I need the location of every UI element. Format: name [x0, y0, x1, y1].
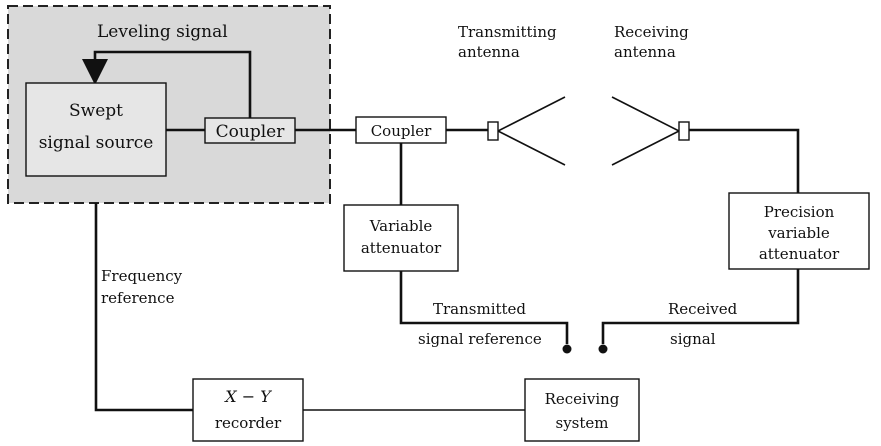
- swept-source-label-2: signal source: [39, 133, 154, 153]
- inner-coupler-box: [204, 117, 296, 144]
- rx-antenna-label-1: Receiving: [614, 23, 689, 41]
- received-signal-label-2: signal: [670, 330, 716, 348]
- xy-recorder-box: [192, 378, 304, 442]
- receiving-system-label-2: system: [556, 414, 609, 432]
- rx-antenna-to-attenuator-wire: [689, 128, 800, 193]
- leveling-signal-label: Leveling signal: [97, 22, 228, 42]
- receiving-system-box: [524, 378, 640, 442]
- precision-attenuator-box: [728, 192, 870, 270]
- transmitted-reference-terminal: [562, 344, 572, 354]
- rx-antenna-feed: [678, 121, 690, 141]
- frequency-reference-label-1: Frequency: [101, 267, 183, 285]
- transmitted-reference-label-2: signal reference: [418, 330, 542, 348]
- rx-antenna-label-2: antenna: [614, 43, 676, 61]
- leveling-signal-path: [82, 50, 252, 119]
- outer-coupler-box: [355, 116, 447, 144]
- transmitted-reference-label-1: Transmitted: [433, 300, 526, 318]
- outer-coupler-label: Coupler: [371, 122, 432, 140]
- transmitted-reference-wire: [399, 271, 569, 344]
- precision-attenuator-label-2: variable: [767, 224, 830, 242]
- variable-attenuator-label-1: Variable: [369, 217, 433, 235]
- frequency-reference-label-2: reference: [101, 289, 175, 307]
- frequency-reference-wire: [94, 203, 193, 412]
- variable-attenuator-box: [343, 204, 459, 272]
- received-signal-terminal: [598, 344, 608, 354]
- tx-antenna-label-1: Transmitting: [458, 23, 557, 41]
- received-signal-wire: [601, 269, 800, 344]
- receiving-system-label-1: Receiving: [545, 390, 620, 408]
- swept-source-label-1: Swept: [69, 101, 123, 121]
- precision-attenuator-label-1: Precision: [764, 203, 835, 221]
- received-signal-label-1: Received: [668, 300, 738, 318]
- xy-recorder-label-2: recorder: [215, 414, 282, 432]
- receiving-antenna-horn: [611, 96, 680, 166]
- tx-antenna-feed: [487, 121, 499, 141]
- swept-signal-source-box: [25, 82, 167, 177]
- transmitting-antenna-horn: [497, 96, 566, 166]
- tx-antenna-label-2: antenna: [458, 43, 520, 61]
- variable-attenuator-label-2: attenuator: [361, 239, 442, 257]
- precision-attenuator-label-3: attenuator: [759, 245, 840, 263]
- xy-recorder-label-1: X − Y: [223, 387, 272, 406]
- inner-coupler-label: Coupler: [216, 122, 286, 142]
